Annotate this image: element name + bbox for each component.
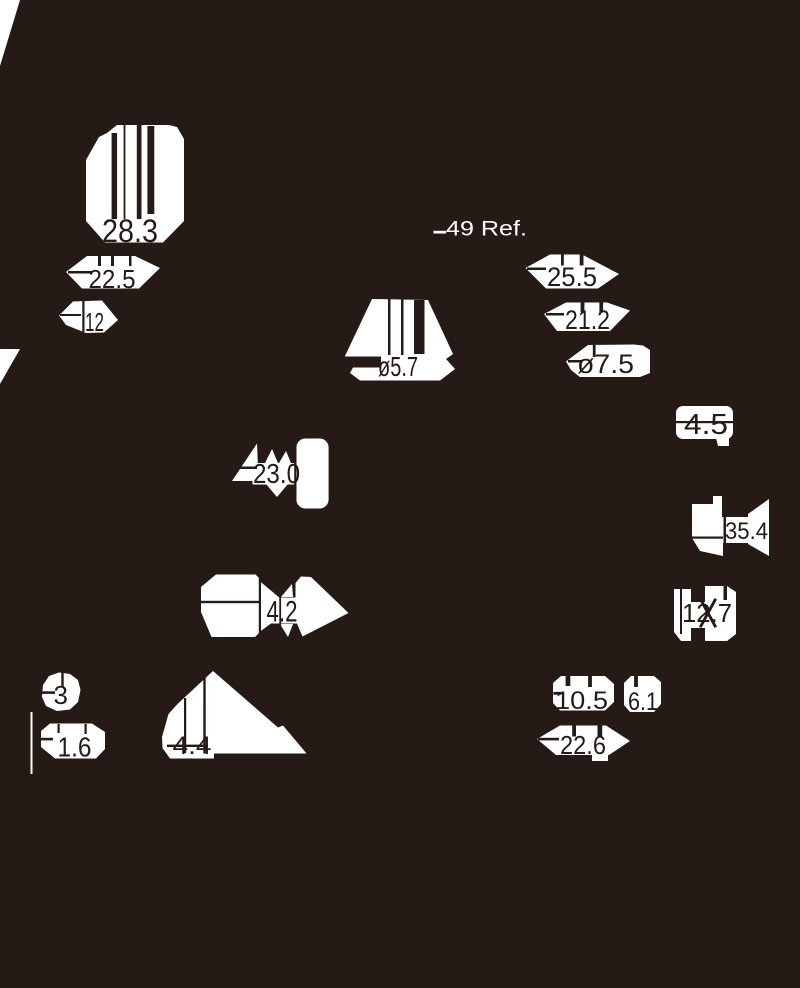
svg-text:28.3: 28.3 xyxy=(102,213,158,249)
svg-text:22.5: 22.5 xyxy=(89,264,136,294)
svg-text:4.2: 4.2 xyxy=(267,596,298,629)
svg-text:1.6: 1.6 xyxy=(58,732,92,763)
svg-text:21.2: 21.2 xyxy=(565,305,610,335)
svg-text:49 Ref.: 49 Ref. xyxy=(446,217,527,241)
svg-text:22.6: 22.6 xyxy=(560,730,606,760)
svg-text:12: 12 xyxy=(85,307,104,337)
svg-text:35.4: 35.4 xyxy=(725,518,768,545)
svg-text:25.5: 25.5 xyxy=(547,262,597,292)
svg-text:10.5: 10.5 xyxy=(555,687,608,715)
svg-text:23.0: 23.0 xyxy=(253,458,300,489)
svg-text:3: 3 xyxy=(54,680,68,710)
svg-text:ø7.5: ø7.5 xyxy=(577,349,634,379)
svg-text:6.1: 6.1 xyxy=(628,688,658,716)
svg-text:ø5.7: ø5.7 xyxy=(378,351,418,382)
svg-text:4.5: 4.5 xyxy=(684,409,728,441)
svg-text:4.4: 4.4 xyxy=(173,732,212,760)
